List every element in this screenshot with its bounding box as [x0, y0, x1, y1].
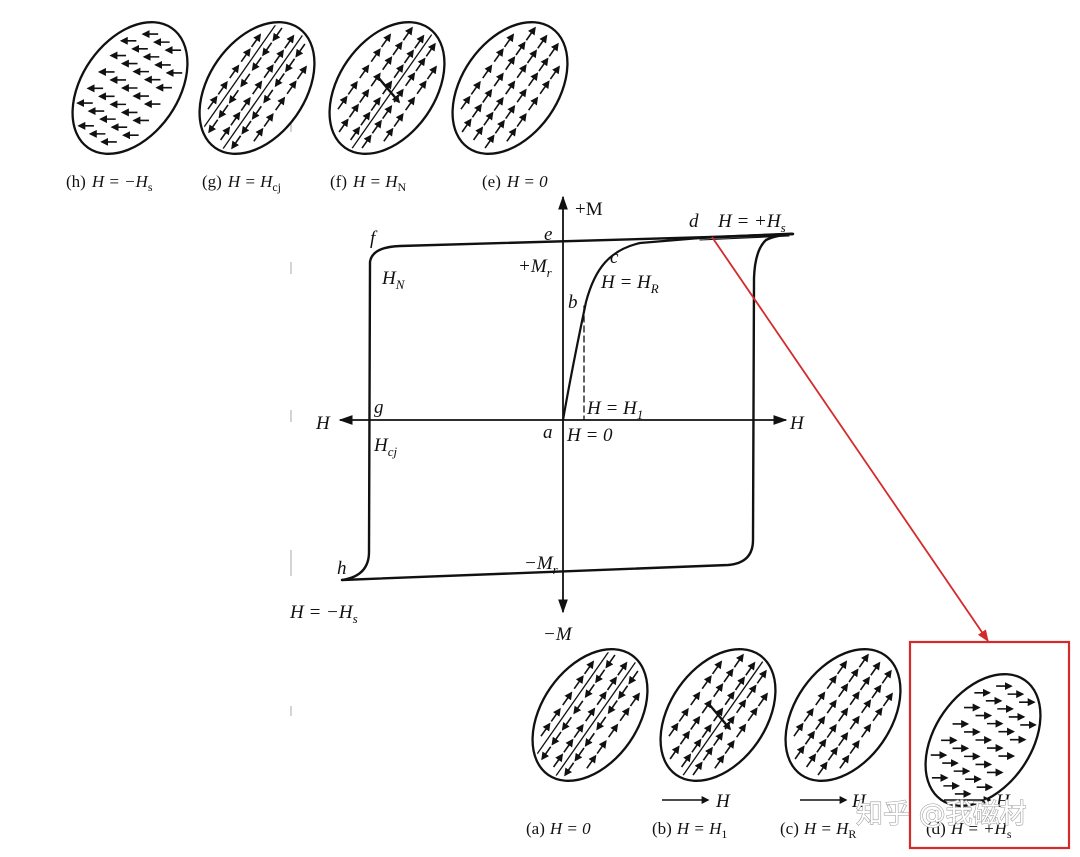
caption-g-letter: (g) [202, 172, 222, 191]
ellipse-top-0 [71, 21, 189, 155]
ellipse-bottom-3 [924, 673, 1042, 807]
ellipse-bottom-2 [784, 648, 902, 782]
loop-lower-branch [340, 232, 795, 582]
label-hs-neg: H = −Hs [289, 602, 358, 626]
svg-text:(b)H = H1: (b)H = H1 [652, 819, 727, 841]
point-h: h [337, 558, 347, 579]
ellipse-top-3 [451, 21, 569, 155]
field-label-d: H [995, 791, 1011, 812]
field-label-b: H [715, 791, 731, 812]
caption-h-letter: (h) [66, 172, 86, 191]
caption-f-eq: H = H [352, 172, 399, 191]
svg-text:(c)H = HR: (c)H = HR [780, 819, 856, 841]
ellipse-top-1 [193, 10, 316, 158]
ellipse-top-2 [328, 21, 446, 158]
caption-e-eq: H = 0 [506, 172, 548, 191]
field-arrows: H H H [662, 791, 1011, 812]
field-label-c: H [851, 791, 867, 812]
label-h1: H = H1 [586, 398, 643, 422]
axis-label-pos-m: +M [575, 199, 603, 220]
caption-d-eq: H = +H [950, 819, 1009, 838]
hysteresis-loop [340, 232, 795, 582]
curve-annotations: H = +Hs H = −Hs +Mr −Mr HN Hcj H = HR H … [289, 211, 786, 626]
point-c: c [610, 247, 619, 268]
axis-label-neg-h: H [315, 413, 331, 434]
svg-text:(d)H = +Hs: (d)H = +Hs [926, 819, 1012, 841]
highlight-box [908, 640, 1071, 850]
axis-label-neg-m: −M [543, 624, 573, 645]
point-e: e [544, 224, 552, 245]
caption-b-eq: H = H [676, 819, 723, 838]
label-hs-pos: H = +Hs [717, 211, 786, 235]
point-labels: a b c d e f g h [337, 211, 699, 579]
label-mr-neg: −Mr [524, 553, 559, 577]
svg-text:(g)H = Hcj: (g) H = Hcj [202, 172, 281, 194]
caption-b-sub: 1 [721, 827, 727, 841]
bottom-domain-row [526, 637, 1042, 807]
loop-upper-branch [340, 232, 795, 582]
caption-e-letter: (e) [482, 172, 501, 191]
caption-c-eq: H = H [803, 819, 850, 838]
watermark: 知乎 @我磁材 [856, 799, 1027, 830]
top-captions: (h)H = −Hs (g)H = Hcj (f)H = HN (e)H = 0 [66, 172, 548, 194]
svg-text:(f)H = HN: (f) H = HN [330, 172, 407, 194]
caption-g-sub: cj [272, 180, 281, 194]
caption-b-letter: (b) [652, 819, 672, 838]
top-domain-row [71, 10, 569, 158]
bottom-captions: (a)H = 0 (b)H = H1 (c)H = HR (d)H = +Hs [526, 819, 1012, 841]
ellipse-bottom-0 [526, 637, 649, 785]
caption-f-sub: N [398, 180, 407, 194]
caption-d-letter: (d) [926, 819, 946, 838]
caption-a-letter: (a) [526, 819, 545, 838]
caption-c-sub: R [848, 827, 856, 841]
point-f: f [370, 228, 378, 249]
label-hcj: Hcj [373, 435, 398, 459]
point-d: d [689, 211, 699, 232]
label-h0: H = 0 [566, 425, 613, 446]
svg-text:(e)H = 0: (e) H = 0 [482, 172, 548, 191]
svg-text:(a)H = 0: (a)H = 0 [526, 819, 591, 838]
label-hn: HN [381, 268, 406, 292]
label-hr: H = HR [600, 272, 659, 296]
caption-g-eq: H = H [227, 172, 274, 191]
label-mr-pos: +Mr [518, 256, 553, 280]
ellipse-bottom-1 [659, 648, 777, 785]
caption-c-letter: (c) [780, 819, 799, 838]
point-g: g [374, 397, 384, 418]
svg-text:(h)H = −Hs: (h) H = −Hs [66, 172, 153, 194]
caption-h-eq: H = −H [91, 172, 150, 191]
point-a: a [543, 422, 553, 443]
caption-d-sub: s [1007, 827, 1012, 841]
caption-h-sub: s [148, 180, 153, 194]
axes [338, 195, 788, 614]
loop-tip-fan [679, 232, 793, 241]
caption-a-eq: H = 0 [549, 819, 591, 838]
initial-magnetization-curve [561, 235, 714, 422]
caption-f-letter: (f) [330, 172, 347, 191]
point-b: b [568, 292, 578, 313]
axis-label-pos-h: H [789, 413, 805, 434]
highlight-arrow [711, 236, 989, 642]
